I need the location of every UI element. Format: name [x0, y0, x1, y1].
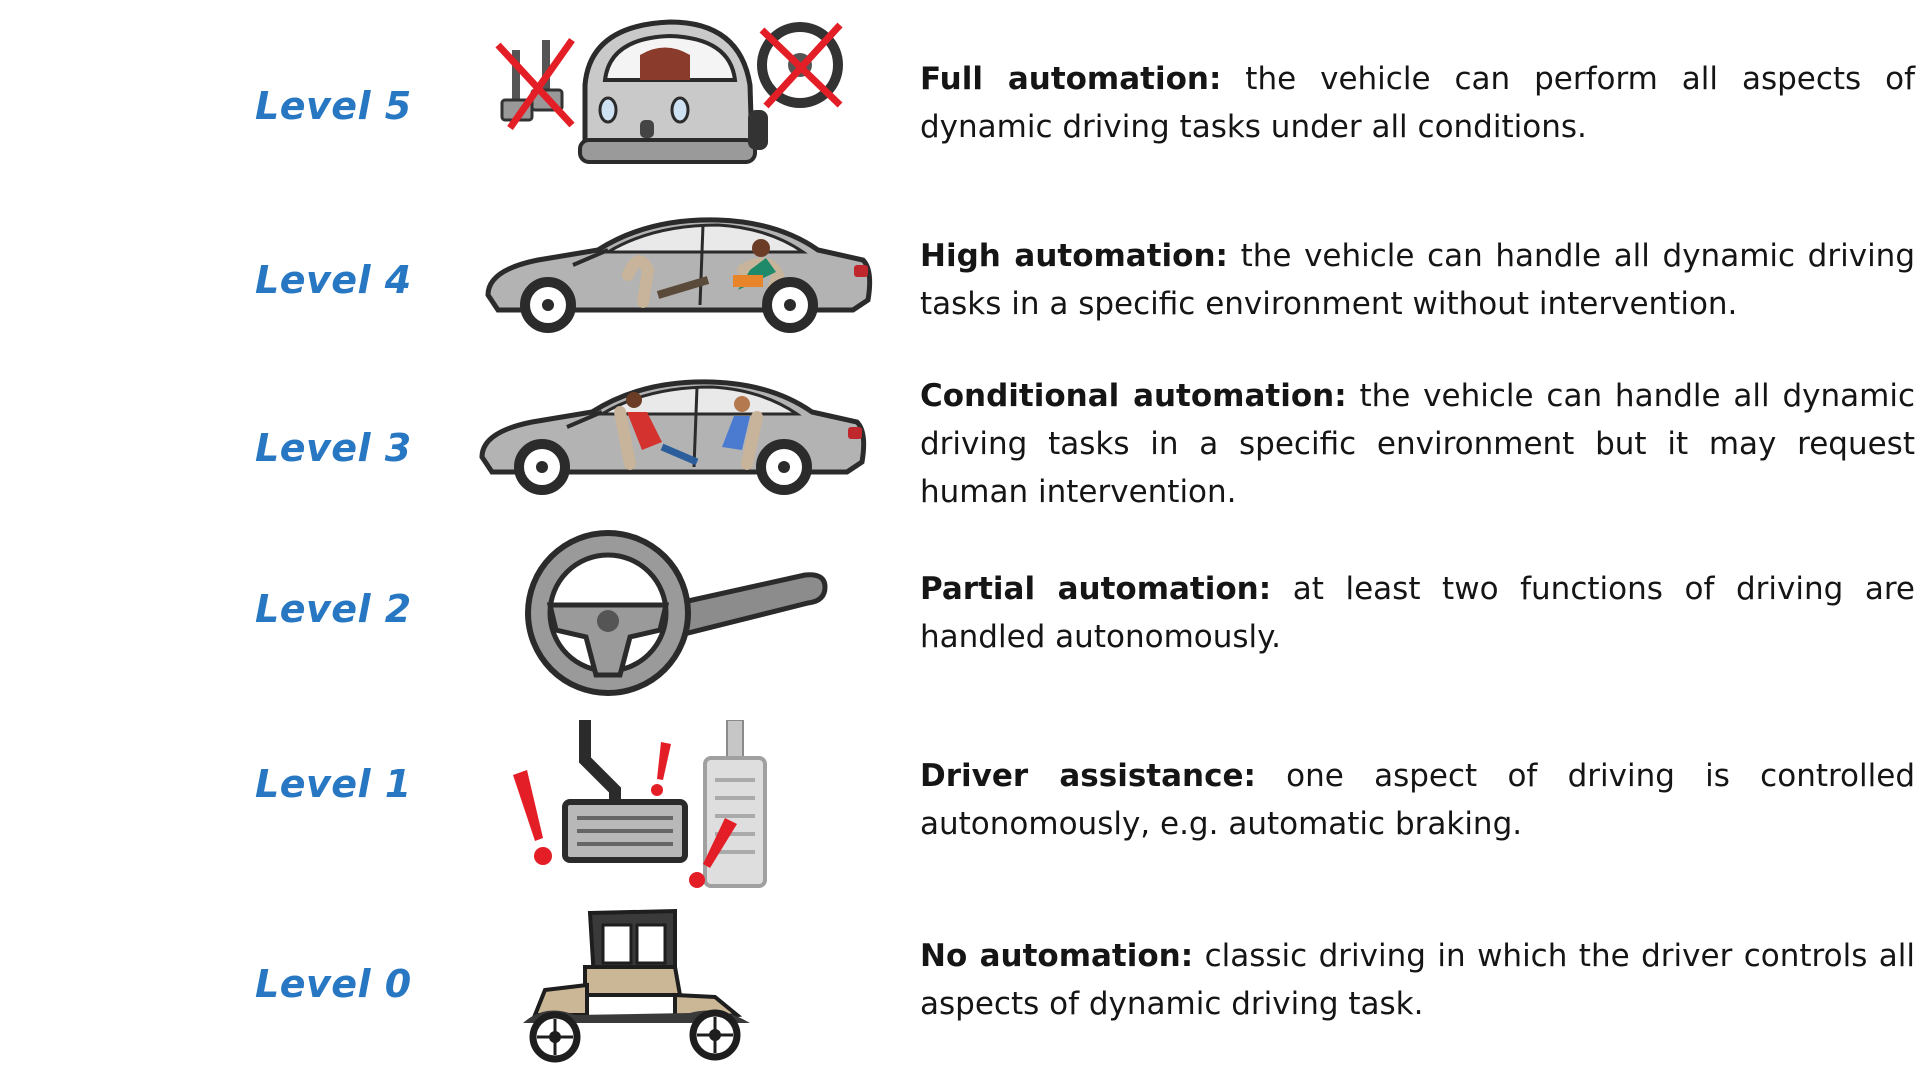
level-label: Level 4	[255, 258, 412, 302]
sedan-seated-driver-icon	[472, 372, 872, 497]
level-term: High automation:	[920, 238, 1228, 274]
level-text: at least two functions of driving are ha…	[920, 571, 1915, 655]
vintage-car-icon	[515, 905, 760, 1065]
level-description: Driver assistance: one aspect of driving…	[920, 752, 1915, 848]
level-label: Level 3	[255, 426, 412, 470]
level-text: the vehicle can handle all dynamic drivi…	[920, 378, 1915, 510]
level-description: Full automation: the vehicle can perform…	[920, 55, 1915, 151]
steering-wheel-icon	[520, 525, 830, 705]
self-driving-car-icon	[490, 10, 860, 170]
level-label: Level 1	[255, 762, 412, 806]
level-description: High automation: the vehicle can handle …	[920, 232, 1915, 328]
level-text: the vehicle can handle all dynamic drivi…	[920, 238, 1916, 322]
level-description: No automation: classic driving in which …	[920, 932, 1915, 1028]
level-term: No automation:	[920, 938, 1194, 974]
level-term: Full automation:	[920, 61, 1222, 97]
level-description: Partial automation: at least two functio…	[920, 565, 1915, 661]
level-term: Partial automation:	[920, 571, 1272, 607]
level-label: Level 2	[255, 587, 412, 631]
level-description: Conditional automation: the vehicle can …	[920, 372, 1915, 516]
level-text: the vehicle can perform all aspects of d…	[920, 61, 1916, 145]
level-term: Conditional automation:	[920, 378, 1347, 414]
level-label: Level 0	[255, 962, 412, 1006]
level-term: Driver assistance:	[920, 758, 1256, 794]
pedals-warning-icon	[505, 720, 790, 890]
level-label: Level 5	[255, 84, 412, 128]
sedan-reclining-passenger-icon	[478, 210, 878, 335]
level-text: classic driving in which the driver cont…	[920, 938, 1915, 1022]
level-text: one aspect of driving is controlled auto…	[920, 758, 1915, 842]
